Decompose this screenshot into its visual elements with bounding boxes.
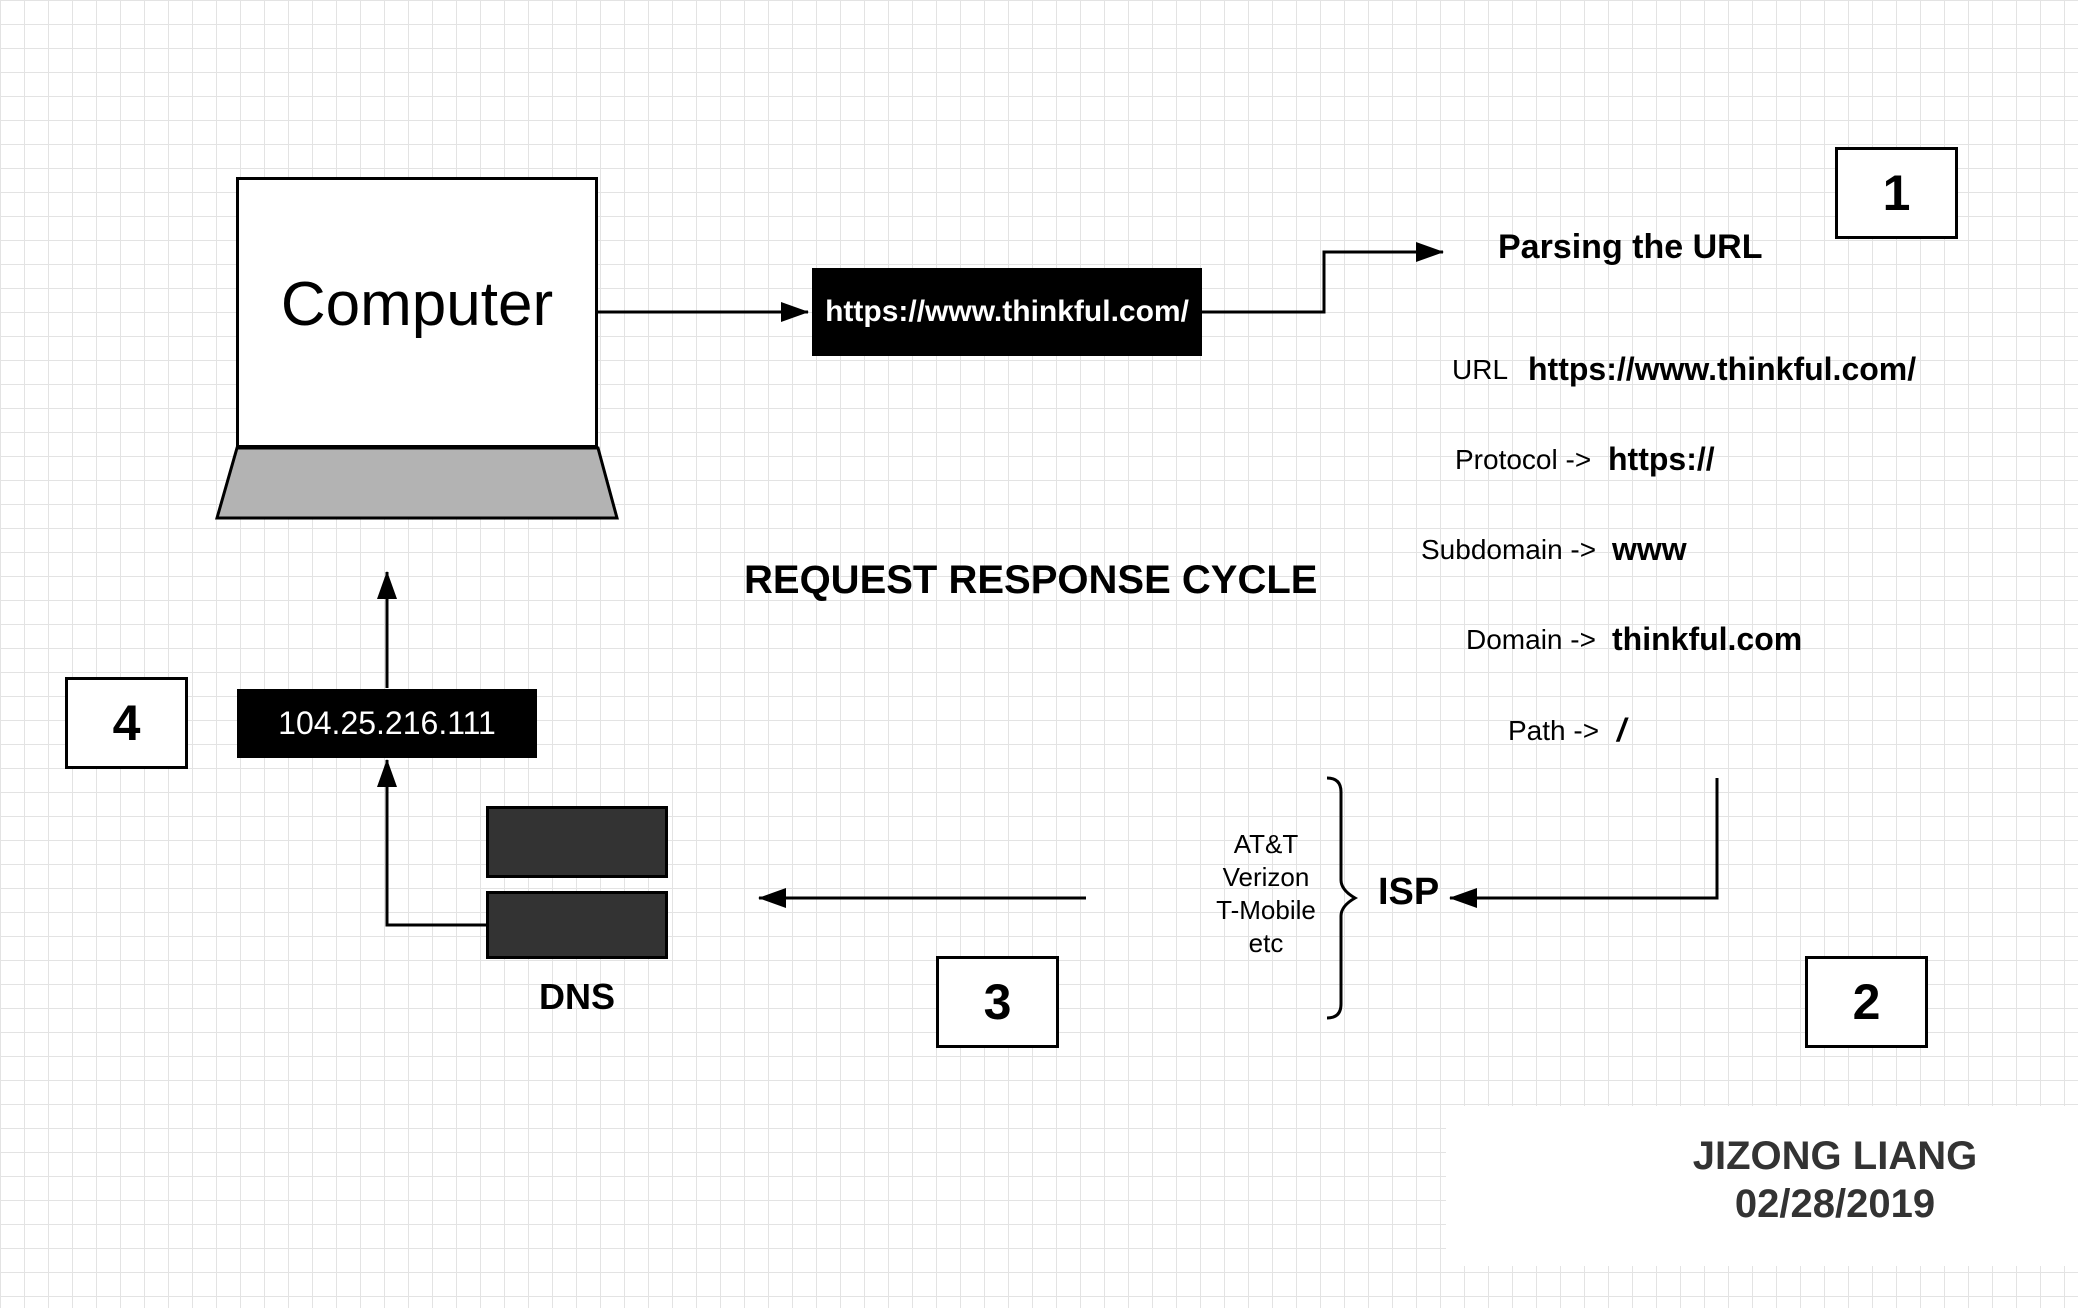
laptop-screen: Computer [236,177,598,448]
parse-value-path: / [1617,712,1626,748]
parse-key-url: URL [1452,354,1509,385]
parse-value-subdomain: www [1612,531,1687,567]
ip-address-box: 104.25.216.111 [237,689,537,758]
parse-value-protocol: https:// [1608,441,1715,477]
parsing-heading: Parsing the URL [1498,228,1763,266]
parse-key-path: Path -> [1508,715,1600,746]
isp-brace [1326,776,1359,1020]
arrow-dns-to-ip [377,759,487,927]
laptop-base [215,446,619,520]
step-3-label: 3 [983,974,1012,1030]
url-box-text: https://www.thinkful.com/ [825,295,1189,328]
isp-provider: AT&T [1233,829,1299,859]
arrow-url-to-parsing [1201,242,1444,314]
isp-provider: T-Mobile [1216,895,1316,925]
author-date: 02/28/2019 [1734,1182,1936,1226]
parse-key-protocol: Protocol -> [1455,444,1592,475]
step-1-box: 1 [1835,147,1958,239]
author-block: JIZONG LIANG 02/28/2019 [1620,1132,2050,1228]
step-4-label: 4 [112,695,141,751]
isp-label: ISP [1378,871,1440,913]
step-2-label: 2 [1852,974,1881,1030]
step-3-box: 3 [936,956,1059,1048]
computer-label: Computer [280,270,554,339]
step-4-box: 4 [65,677,188,769]
dns-server-unit-top [486,806,668,878]
arrow-parsing-to-isp [1449,778,1719,908]
isp-provider: Verizon [1222,862,1310,892]
parse-key-subdomain: Subdomain -> [1421,534,1597,565]
diagram-title: REQUEST RESPONSE CYCLE [744,558,1318,602]
isp-provider-list: AT&T Verizon T-Mobile etc [1196,828,1336,960]
parse-value-domain: thinkful.com [1612,621,1803,657]
author-name: JIZONG LIANG [1692,1134,1978,1178]
dns-server-unit-bottom [486,891,668,959]
signature-area [1446,1106,2078,1266]
parse-key-domain: Domain -> [1466,624,1596,655]
dns-label: DNS [539,976,616,1017]
url-box: https://www.thinkful.com/ [812,268,1202,356]
step-2-box: 2 [1805,956,1928,1048]
ip-address-text: 104.25.216.111 [278,705,496,741]
step-1-label: 1 [1882,165,1911,221]
parse-value-url: https://www.thinkful.com/ [1528,351,1917,387]
isp-provider: etc [1248,928,1284,958]
